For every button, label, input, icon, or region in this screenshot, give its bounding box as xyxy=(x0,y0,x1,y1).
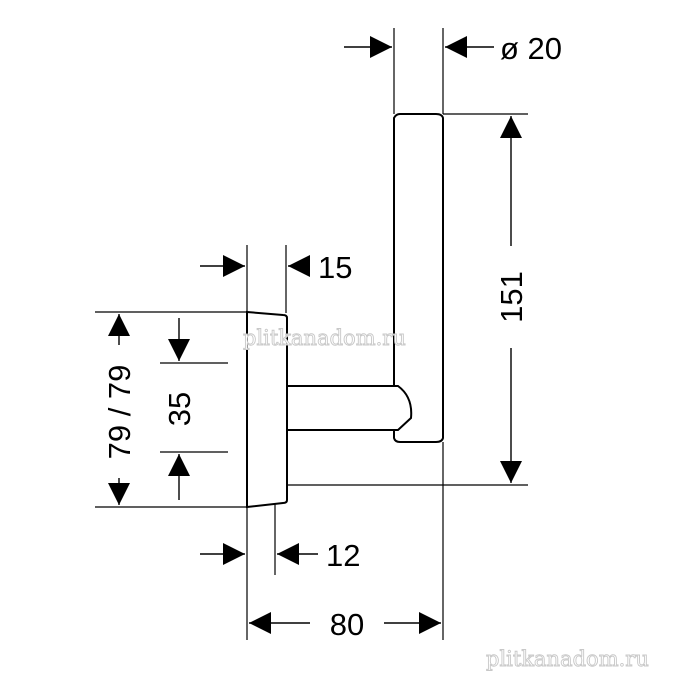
dim-flange-heights-label: 79 / 79 xyxy=(102,365,137,460)
wall-flange xyxy=(246,310,288,509)
vertical-post xyxy=(393,113,444,443)
dim-flange-depth-top-label: 15 xyxy=(318,250,352,285)
dimension-lines xyxy=(108,36,522,634)
watermark-corner: plitkanadom.ru xyxy=(486,647,649,671)
horizontal-arm xyxy=(287,385,413,431)
dim-total-depth-label: 80 xyxy=(330,607,364,642)
dim-flange-depth-bottom-label: 12 xyxy=(326,538,360,573)
dim-total-height-label: 151 xyxy=(494,271,529,323)
extension-lines xyxy=(95,28,528,640)
dim-rod-offset-label: 35 xyxy=(162,392,197,426)
dim-diameter-label: ø 20 xyxy=(500,31,562,66)
holder-outline xyxy=(246,113,444,509)
watermark-center: plitkanadom.ru xyxy=(243,326,406,350)
